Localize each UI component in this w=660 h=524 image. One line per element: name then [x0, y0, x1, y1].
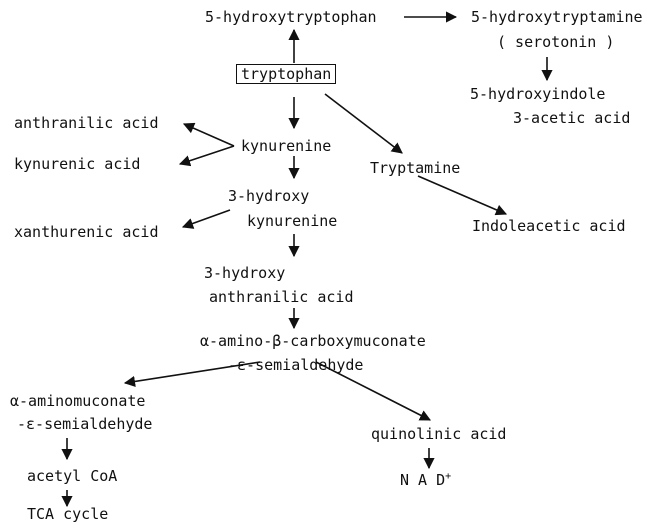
node-quinolinic-acid: quinolinic acid — [371, 425, 507, 443]
arrow-kyn-to-kynurenic — [178, 145, 235, 167]
node-5-hydroxytryptamine: 5-hydroxytryptamine — [471, 8, 643, 26]
arrow-tryptamine-to-iaa — [417, 175, 508, 216]
arrow-kyn-to-anthranilic — [182, 122, 235, 147]
node-aminomuconate-line2: -ε-semialdehyde — [17, 415, 153, 433]
node-aminomuconate-line1: α-aminomuconate — [10, 392, 146, 410]
node-serotonin: ( serotonin ) — [497, 33, 615, 51]
node-5-hydroxyindole: 5-hydroxyindole — [470, 85, 606, 103]
arrow-trp-to-tryptamine — [324, 93, 403, 154]
node-kynurenine: kynurenine — [241, 137, 332, 155]
node-acms-line1: α-amino-β-carboxymuconate — [200, 332, 426, 350]
node-3-hydroxyanthranilic-line2: anthranilic acid — [209, 288, 354, 306]
node-acms-line2: -ε-semialdehyde — [228, 356, 364, 374]
node-tryptophan: tryptophan — [236, 64, 337, 84]
arrow-acms-to-ams — [123, 361, 261, 387]
nad-superscript: + — [445, 471, 452, 482]
arrow-3hk-to-xanthurenic — [181, 209, 231, 229]
node-indoleacetic-acid: Indoleacetic acid — [472, 217, 626, 235]
arrow-acms-to-quinolinic — [315, 361, 431, 421]
node-3-hydroxy-line1: 3-hydroxy — [228, 187, 310, 205]
node-nad: N A D+ — [400, 471, 451, 489]
node-tca-cycle: TCA cycle — [27, 505, 109, 523]
node-3-acetic-acid: 3-acetic acid — [513, 109, 631, 127]
node-xanthurenic-acid: xanthurenic acid — [14, 223, 159, 241]
node-tryptamine: Tryptamine — [370, 159, 461, 177]
node-kynurenic-acid: kynurenic acid — [14, 155, 141, 173]
node-acetyl-coa: acetyl CoA — [27, 467, 118, 485]
node-5-hydroxytryptophan: 5-hydroxytryptophan — [205, 8, 377, 26]
node-3-hydroxyanthranilic-line1: 3-hydroxy — [204, 264, 286, 282]
nad-label: N A D — [400, 471, 446, 489]
node-anthranilic-acid: anthranilic acid — [14, 114, 159, 132]
node-3-hydroxykynurenine-line2: kynurenine — [247, 212, 338, 230]
